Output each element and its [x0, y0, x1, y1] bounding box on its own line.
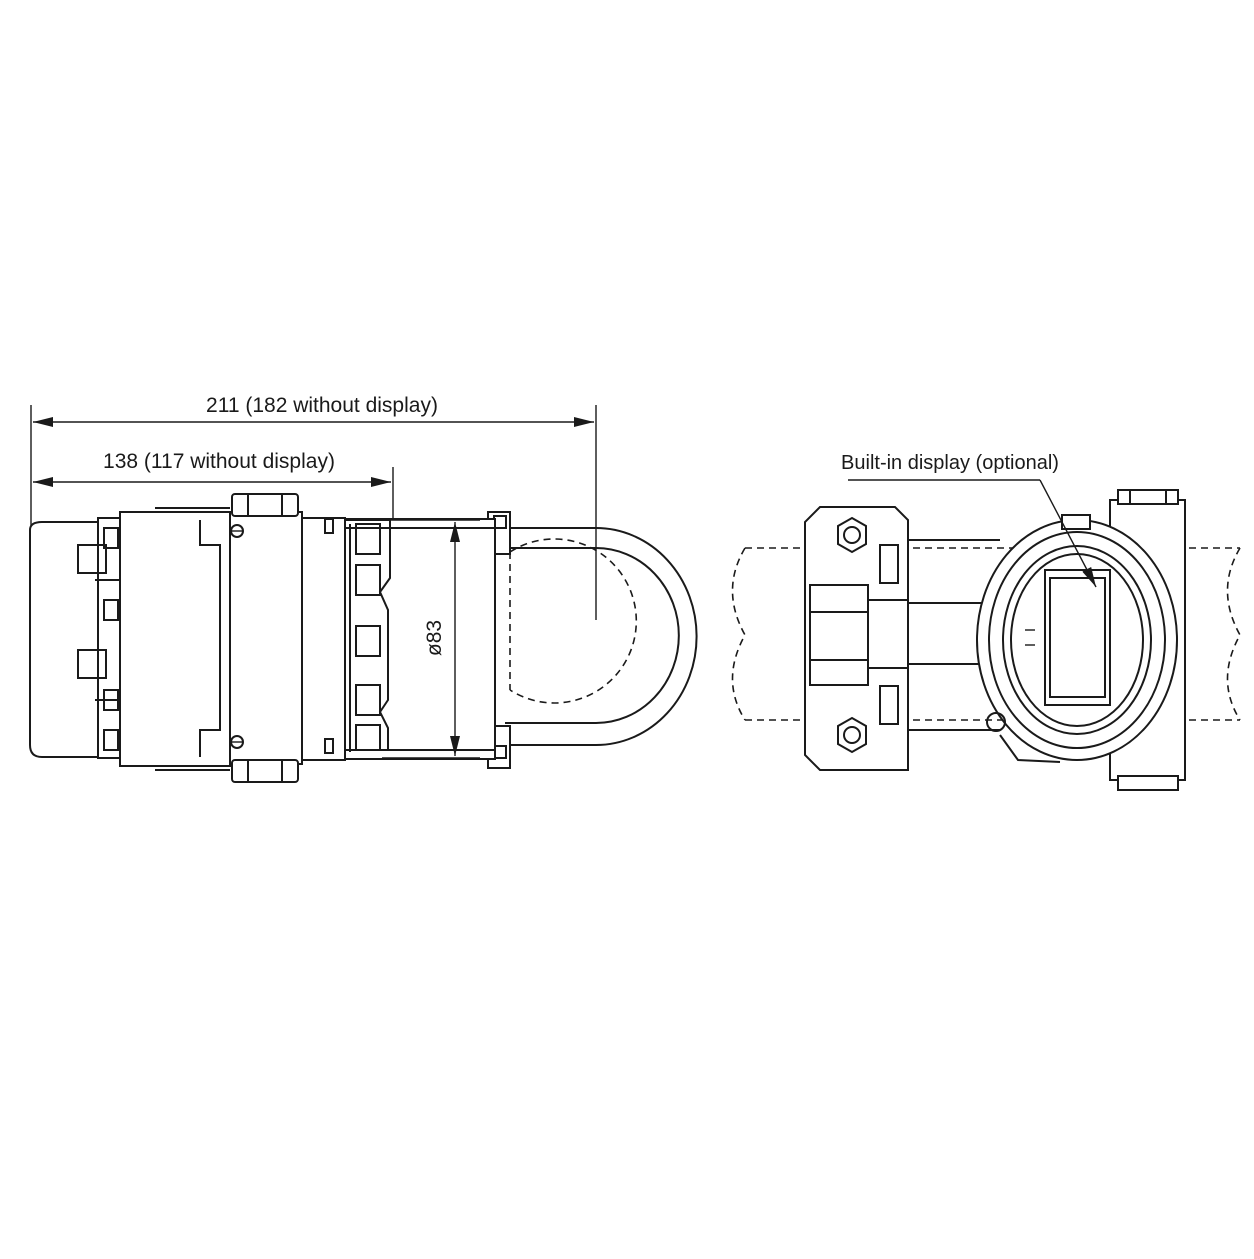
front-view: Built-in display (optional) — [731, 452, 1241, 791]
pipe-section — [509, 538, 638, 704]
housing-width-label: 138 (117 without display) — [103, 450, 335, 473]
front-bracket — [804, 506, 1000, 771]
transmitter-housing — [29, 507, 303, 771]
u-bolt — [487, 511, 698, 769]
display-callout-label: Built-in display (optional) — [841, 452, 1059, 474]
side-view: 211 (182 without display) 138 (117 witho… — [29, 394, 698, 783]
dimension-housing-width: 138 (117 without display) — [33, 450, 391, 487]
pipe-diameter-label: ø83 — [423, 620, 446, 656]
cable-gland-top — [231, 493, 299, 517]
dimension-pipe-diameter: ø83 — [382, 519, 480, 759]
overall-width-label: 211 (182 without display) — [206, 394, 438, 417]
display-callout: Built-in display (optional) — [841, 452, 1097, 588]
lcd-display — [1049, 577, 1106, 698]
dimension-overall-width: 211 (182 without display) — [33, 394, 594, 427]
display-cover — [976, 514, 1178, 763]
housing-neck — [299, 517, 346, 761]
mounting-bracket — [339, 518, 496, 760]
cable-gland-bottom — [231, 759, 299, 783]
